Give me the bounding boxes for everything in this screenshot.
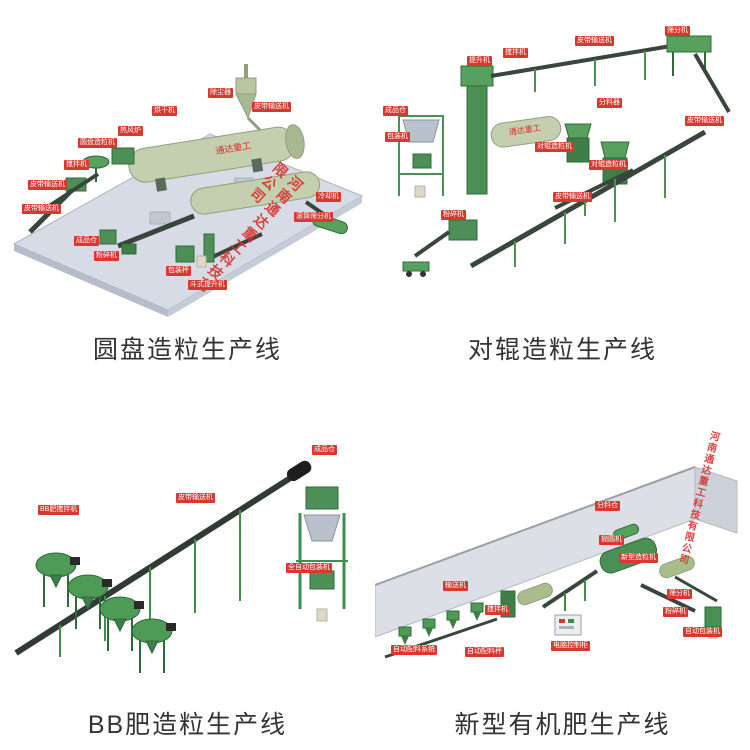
rotary-drum bbox=[490, 116, 562, 148]
equipment-label: 粉碎机 bbox=[94, 251, 119, 262]
equipment-label: 皮带输送机 bbox=[685, 116, 724, 127]
equipment-label: 皮带输送机 bbox=[28, 180, 67, 191]
bag bbox=[196, 255, 207, 268]
cell-organic-fertilizer-line: 河南通达重工科技有限公司 分料仓 输送机 搅拌机 自动配料系统 自动配料秤 电脑… bbox=[375, 375, 750, 750]
crusher bbox=[413, 219, 478, 258]
equipment-label: 成品仓 bbox=[383, 106, 408, 117]
rotary-dryer bbox=[128, 124, 305, 192]
screening-machine bbox=[666, 35, 731, 114]
equipment-label: 抛圆机 bbox=[599, 535, 624, 546]
crusher bbox=[121, 243, 137, 255]
equipment-label: 分料仓 bbox=[595, 501, 620, 512]
equipment-label: 冷却机 bbox=[316, 192, 341, 203]
equipment-label: 筛分机 bbox=[665, 26, 690, 37]
equipment-label: 斗式提升机 bbox=[188, 280, 227, 291]
conveyor-head-motor bbox=[286, 460, 312, 482]
equipment-label: 圆盘造粒机 bbox=[78, 138, 117, 149]
equipment-label: 全自动包装机 bbox=[286, 563, 332, 574]
cart bbox=[402, 261, 430, 277]
equipment-label: 提升机 bbox=[467, 56, 492, 67]
organic-line-illustration: 河南通达重工科技有限公司 分料仓 输送机 搅拌机 自动配料系统 自动配料秤 电脑… bbox=[375, 395, 750, 695]
bucket-elevator bbox=[203, 233, 215, 263]
mixer-drum bbox=[517, 582, 553, 606]
roller-line-drawing: 通达重工 bbox=[398, 35, 731, 277]
equipment-label: 搅拌机 bbox=[503, 48, 528, 59]
equipment-label: 粉碎机 bbox=[663, 607, 688, 618]
bb-mixer-3 bbox=[99, 596, 144, 651]
equipment-label: 对辊造粒机 bbox=[589, 160, 628, 171]
product-bin-frame bbox=[398, 115, 444, 198]
cell-roller-granulation-line: 通达重工 bbox=[375, 0, 750, 375]
bb-mixer-1 bbox=[35, 552, 80, 607]
equipment-label: 电脑控制柜 bbox=[551, 641, 590, 652]
equipment-label: 皮带输送机 bbox=[575, 36, 614, 47]
equipment-label: 成品仓 bbox=[74, 236, 99, 247]
equipment-label: 自动配料系统 bbox=[391, 645, 437, 656]
equipment-label: 皮带输送机 bbox=[22, 204, 61, 215]
packing-scale bbox=[175, 245, 195, 263]
equipment-label: 粉碎机 bbox=[441, 210, 466, 221]
hot-air-stove bbox=[111, 147, 135, 165]
equipment-label: 自动包装机 bbox=[683, 627, 722, 638]
equipment-label: 包装秤 bbox=[166, 266, 191, 277]
equipment-label: 分料器 bbox=[597, 98, 622, 109]
equipment-label: 除尘器 bbox=[208, 88, 233, 99]
up-conveyor bbox=[541, 569, 599, 611]
top-conveyor bbox=[490, 44, 672, 92]
cyclone-dust-collector bbox=[235, 64, 262, 132]
equipment-label: 搅拌机 bbox=[485, 605, 510, 616]
equipment-label: 成品仓 bbox=[312, 445, 337, 456]
equipment-label: BB肥搅拌机 bbox=[38, 505, 80, 516]
equipment-label: 热风炉 bbox=[118, 126, 143, 137]
cell-disc-granulation-line: 通达重工 bbox=[0, 0, 375, 375]
rotary-cooler bbox=[190, 171, 321, 215]
control-cabinet bbox=[554, 614, 582, 636]
disc-line-illustration: 通达重工 bbox=[0, 20, 375, 320]
equipment-label: 对辊造粒机 bbox=[535, 142, 574, 153]
screener-drum bbox=[659, 555, 695, 579]
cell-bb-fertilizer-line: BB肥搅拌机 皮带输送机 成品仓 全自动包装机 BB肥造粒生产线 bbox=[0, 375, 375, 750]
equipment-label: 皮带输送机 bbox=[176, 493, 215, 504]
caption-organic-fertilizer-line: 新型有机肥生产线 bbox=[454, 711, 671, 739]
bb-mixer-2 bbox=[67, 574, 112, 629]
bb-line-illustration: BB肥搅拌机 皮带输送机 成品仓 全自动包装机 bbox=[0, 395, 375, 695]
equipment-label: 皮带输送机 bbox=[553, 192, 592, 203]
equipment-label: 新型造粒机 bbox=[619, 553, 658, 564]
equipment-label: 筛分机 bbox=[667, 589, 692, 600]
equipment-label: 包装机 bbox=[385, 132, 410, 143]
bb-line-drawing bbox=[14, 460, 348, 673]
equipment-label: 滚筒筛分机 bbox=[294, 212, 333, 223]
caption-roller-granulation-line: 对辊造粒生产线 bbox=[467, 336, 657, 364]
equipment-label: 搅拌机 bbox=[64, 160, 89, 171]
equipment-label: 输送机 bbox=[443, 581, 468, 592]
caption-disc-granulation-line: 圆盘造粒生产线 bbox=[92, 336, 282, 364]
equipment-label: 自动配料秤 bbox=[465, 647, 504, 658]
drum-logo: 通达重工 bbox=[508, 122, 541, 136]
bucket-elevator bbox=[460, 65, 494, 195]
batching-system bbox=[384, 602, 498, 659]
equipment-label: 烘干机 bbox=[152, 106, 177, 117]
equipment-label: 皮带输送机 bbox=[252, 102, 291, 113]
bagging-tower bbox=[296, 486, 348, 622]
roller-line-illustration: 通达重工 bbox=[375, 20, 750, 320]
bb-mixer-4 bbox=[131, 618, 176, 673]
caption-bb-fertilizer-line: BB肥造粒生产线 bbox=[87, 711, 288, 739]
product-bin bbox=[99, 229, 117, 245]
